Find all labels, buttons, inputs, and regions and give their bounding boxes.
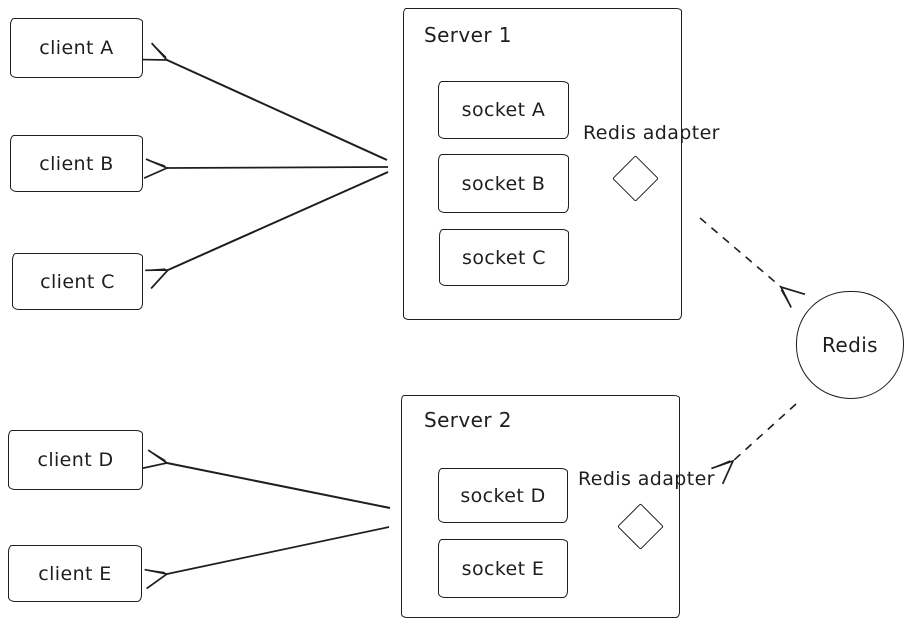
socket-c-label: socket C	[462, 246, 546, 269]
client-e-node: client E	[8, 545, 142, 602]
socket-b-label: socket B	[461, 172, 546, 195]
server1-redis-adapter-label: Redis adapter	[583, 122, 720, 144]
client-e-label: client E	[38, 562, 112, 585]
server2-redis-adapter-label: Redis adapter	[578, 468, 715, 490]
socket-d-label: socket D	[460, 484, 546, 507]
arrow-server1-to-client-c	[145, 171, 389, 290]
socket-e-label: socket E	[461, 557, 545, 580]
server2-title: Server 2	[424, 408, 512, 432]
client-d-label: client D	[37, 449, 114, 471]
dashed-arrow-adapter1-to-redis	[699, 217, 806, 308]
arrow-server2-to-client-e	[144, 526, 390, 590]
client-c-label: client C	[40, 270, 115, 293]
socket-e-node: socket E	[438, 539, 568, 598]
socket-b-node: socket B	[438, 154, 569, 213]
client-d-node: client D	[8, 430, 143, 490]
client-b-node: client B	[10, 135, 143, 192]
client-a-node: client A	[10, 18, 143, 78]
server1-box: Server 1 socket A socket B socket C	[403, 8, 682, 320]
arrow-server2-to-client-d	[142, 449, 391, 509]
socket-a-label: socket A	[461, 99, 546, 121]
redis-label: Redis	[822, 333, 878, 357]
arrow-server1-to-client-b	[143, 158, 389, 179]
client-c-node: client C	[12, 253, 143, 310]
server2-box: Server 2 socket D socket E	[401, 395, 680, 618]
client-a-label: client A	[39, 37, 114, 59]
socket-a-node: socket A	[438, 81, 569, 139]
socket-d-node: socket D	[438, 468, 568, 523]
arrow-server1-to-client-a	[141, 42, 388, 161]
redis-node: Redis	[796, 291, 904, 399]
server1-title: Server 1	[424, 23, 512, 47]
dashed-arrow-redis-to-adapter2	[711, 403, 797, 485]
client-b-label: client B	[39, 152, 114, 175]
socket-c-node: socket C	[439, 229, 569, 286]
